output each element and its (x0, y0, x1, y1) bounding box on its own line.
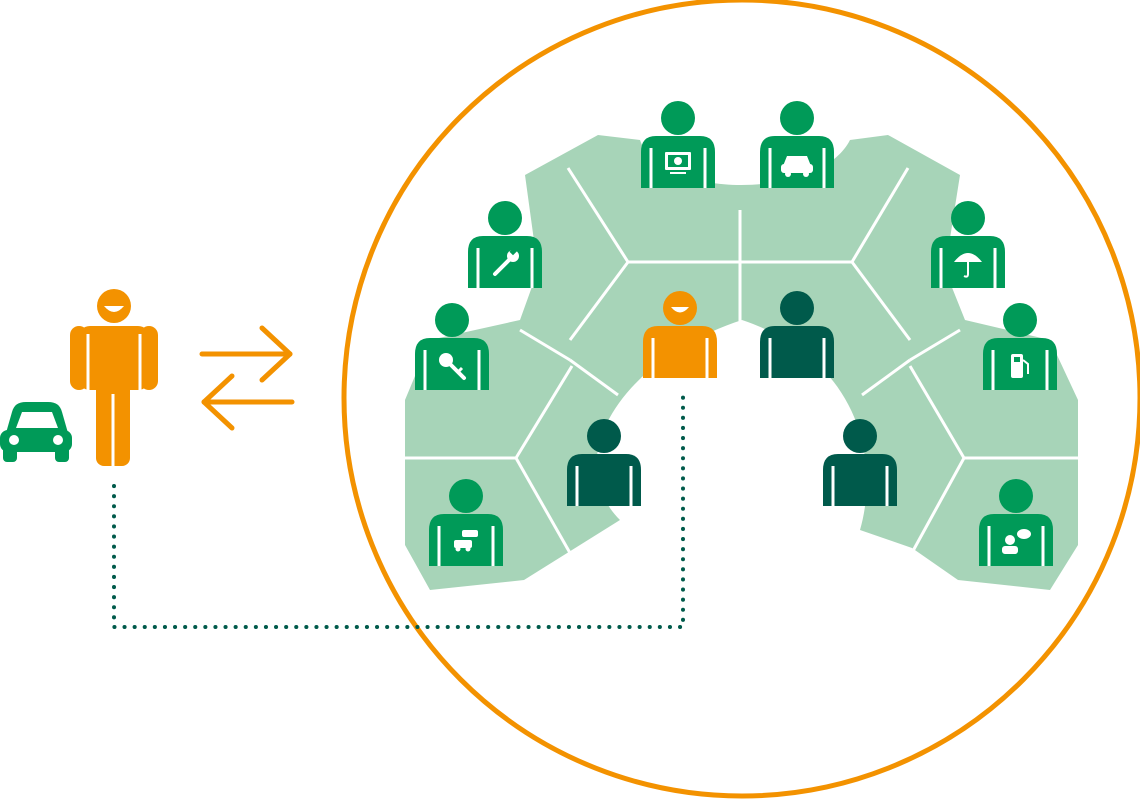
cars-icon (454, 530, 478, 552)
person-body (643, 326, 717, 378)
umbrella-icon (954, 253, 982, 278)
specialist-team-2 (567, 419, 641, 506)
person-head (999, 479, 1033, 513)
specialist-fleet (429, 479, 503, 566)
car-icon (781, 156, 813, 177)
specialist-group (415, 101, 1057, 566)
person-body (823, 454, 897, 506)
exchange-arrows-icon (199, 325, 295, 431)
specialist-insurance (931, 201, 1005, 288)
person-head (435, 303, 469, 337)
person-head (488, 201, 522, 235)
specialist-analytics (641, 101, 715, 188)
person-head (780, 291, 814, 325)
person-body (567, 454, 641, 506)
specialist-repair (468, 201, 542, 288)
person-head (587, 419, 621, 453)
person-body (760, 326, 834, 378)
person-head (843, 419, 877, 453)
specialist-keys (415, 303, 489, 390)
organization-circle (341, 0, 1140, 799)
person-head (1003, 303, 1037, 337)
wrench-icon (493, 247, 519, 276)
specialist-contact-person (643, 291, 717, 378)
person-head (951, 201, 985, 235)
specialist-team-1 (760, 291, 834, 378)
smile-icon (671, 307, 689, 313)
person-head (780, 101, 814, 135)
customer-person-icon (70, 289, 158, 466)
dotted-connector (112, 394, 685, 629)
person-body (979, 514, 1053, 566)
specialist-team-3 (823, 419, 897, 506)
specialist-consulting (979, 479, 1053, 566)
fuel-pump-icon (1011, 354, 1029, 378)
car-icon (0, 402, 72, 462)
person-head (661, 101, 695, 135)
specialist-fuel (983, 303, 1057, 390)
monitor-chart-icon (665, 152, 691, 174)
key-icon (439, 353, 466, 380)
chat-person-icon (1002, 529, 1031, 554)
person-head (449, 479, 483, 513)
specialist-dealer-top (760, 101, 834, 188)
